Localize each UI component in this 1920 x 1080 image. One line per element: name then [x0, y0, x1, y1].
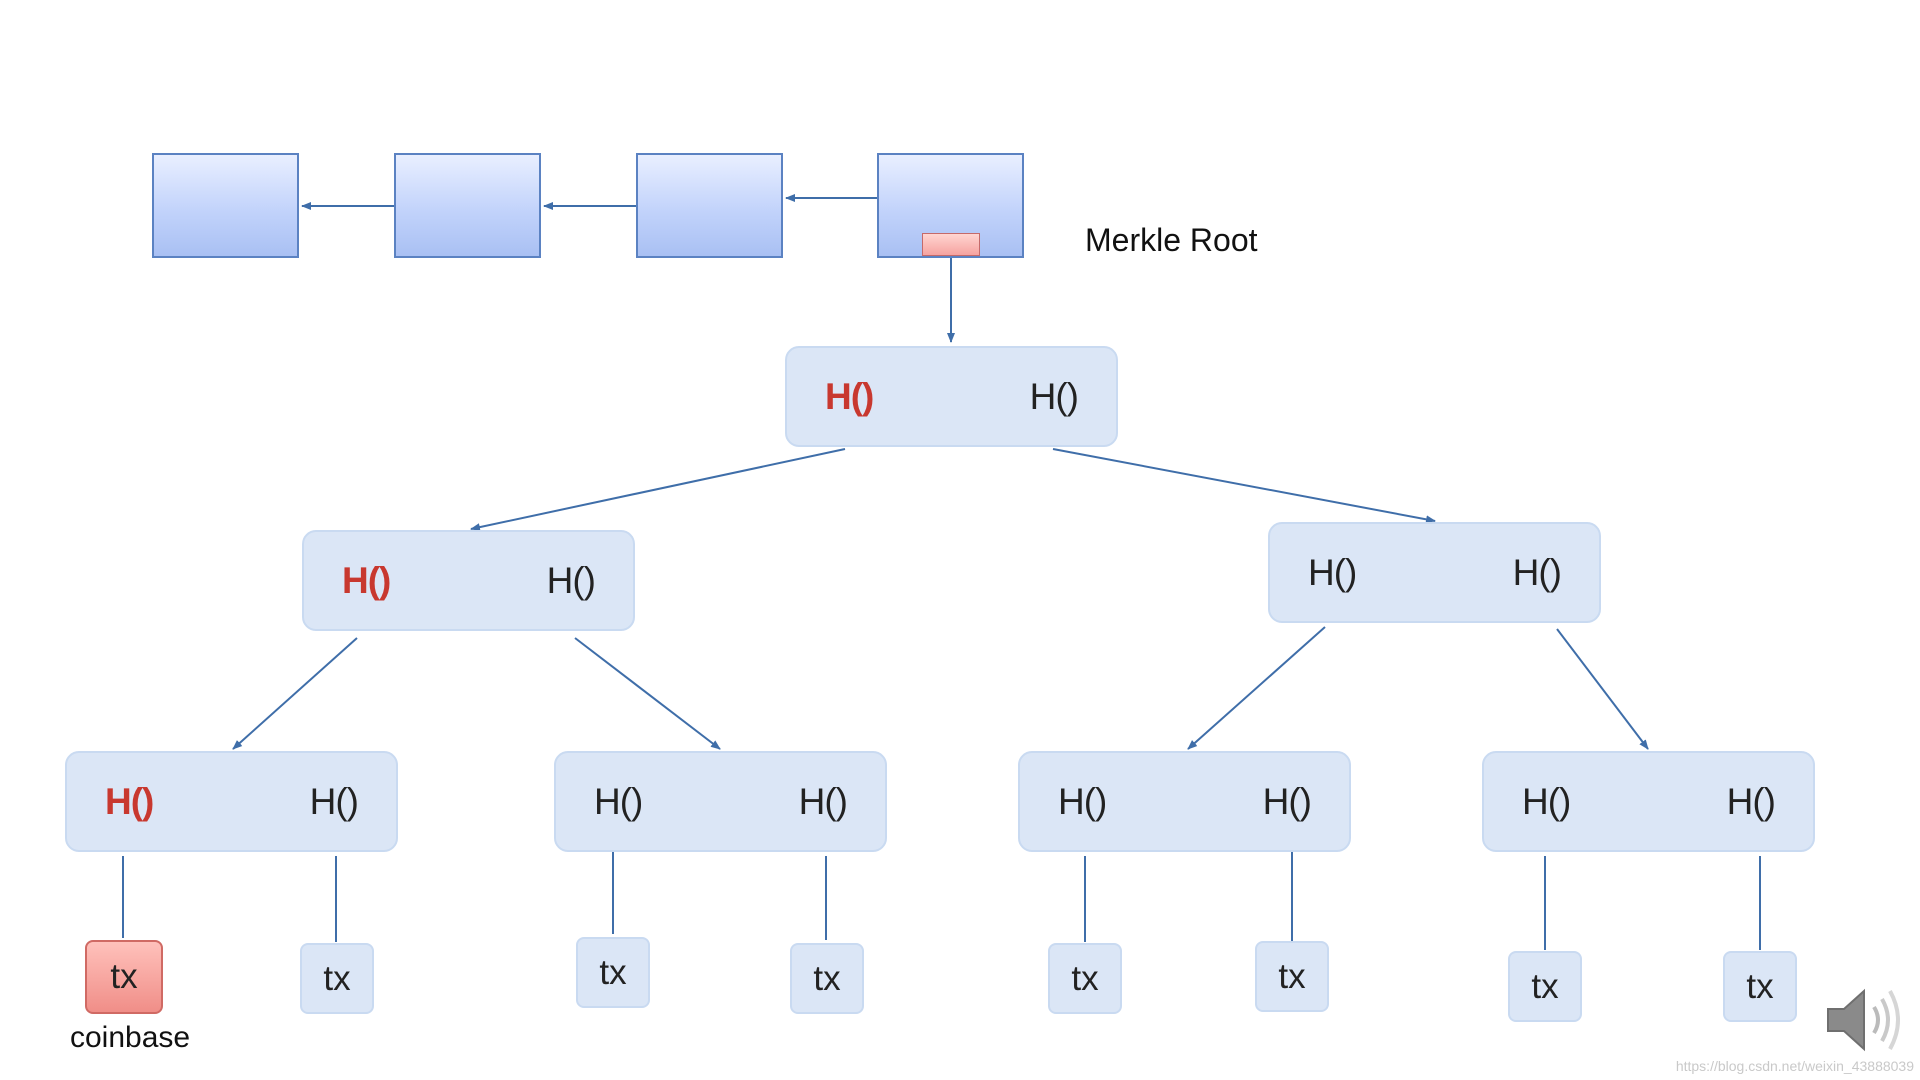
hash-left: H() [594, 780, 643, 822]
hash-node-l2-1: H() H() [65, 751, 398, 852]
hash-right: H() [1726, 780, 1776, 822]
root-hash-node: H() H() [785, 346, 1118, 447]
merkle-root-field [922, 233, 980, 256]
tree-arrow-l1b-right [1556, 628, 1649, 750]
hash-left: H() [1308, 551, 1357, 593]
tx-leaf-4: tx [790, 943, 864, 1014]
hash-node-l2-2: H() H() [554, 751, 887, 852]
tx-leaf-5: tx [1048, 943, 1122, 1014]
tx-leaf-7: tx [1508, 951, 1582, 1022]
hash-left: H() [1522, 780, 1571, 822]
hash-right: H() [798, 780, 848, 822]
block-1 [152, 153, 299, 258]
coinbase-label: coinbase [70, 1021, 191, 1054]
hash-left: H() [1058, 780, 1107, 822]
hash-right: H() [309, 780, 359, 822]
hash-left: H() [825, 375, 874, 417]
block-3 [636, 153, 783, 258]
tree-arrow-l1a-left [232, 637, 358, 750]
tx-leaf-8: tx [1723, 951, 1797, 1022]
hash-left: H() [105, 780, 154, 822]
hash-node-l2-4: H() H() [1482, 751, 1815, 852]
hash-left: H() [342, 559, 391, 601]
tree-arrow-l1a-right [574, 637, 721, 750]
tx-coinbase: tx [85, 940, 163, 1014]
watermark: https://blog.csdn.net/weixin_43888039 [1675, 1058, 1914, 1074]
tree-arrow-root-left [470, 448, 846, 532]
hash-right: H() [546, 559, 596, 601]
hash-node-l2-3: H() H() [1018, 751, 1351, 852]
tree-arrow-root-right [1052, 448, 1436, 524]
tx-leaf-3: tx [576, 937, 650, 1008]
tx-leaf-2: tx [300, 943, 374, 1014]
hash-right: H() [1512, 551, 1562, 593]
hash-right: H() [1262, 780, 1312, 822]
tree-arrow-l1b-left [1187, 626, 1326, 750]
hash-node-l1-left: H() H() [302, 530, 635, 631]
hash-node-l1-right: H() H() [1268, 522, 1601, 623]
speaker-icon[interactable] [1826, 985, 1906, 1055]
hash-right: H() [1029, 375, 1079, 417]
tx-leaf-6: tx [1255, 941, 1329, 1012]
block-2 [394, 153, 541, 258]
merkle-root-label: Merkle Root [1085, 222, 1258, 258]
